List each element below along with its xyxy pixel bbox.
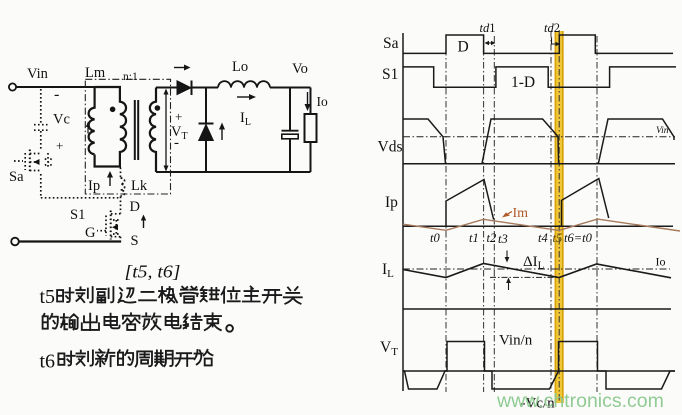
svg-text:IL: IL — [240, 110, 251, 128]
svg-text:Sa: Sa — [383, 35, 399, 52]
svg-text:t2: t2 — [487, 231, 497, 245]
svg-text:S: S — [131, 233, 139, 249]
svg-text:Lk: Lk — [131, 178, 148, 194]
svg-text:t0: t0 — [430, 231, 440, 245]
svg-text:Vin/n: Vin/n — [499, 333, 533, 349]
svg-text:t6=t0: t6=t0 — [564, 231, 593, 245]
svg-text:t6: t6 — [40, 350, 56, 372]
svg-text:t5: t5 — [553, 231, 563, 245]
svg-text:Im: Im — [513, 206, 529, 221]
svg-text:G: G — [85, 225, 96, 241]
svg-text:t1: t1 — [469, 231, 479, 245]
svg-text:IL: IL — [382, 261, 394, 280]
svg-text:Vin: Vin — [656, 126, 669, 136]
svg-text:Lm: Lm — [85, 65, 106, 81]
svg-text:t4: t4 — [538, 231, 548, 245]
svg-text:t3: t3 — [498, 232, 508, 246]
svg-text:td2: td2 — [544, 21, 560, 35]
svg-text:Ip: Ip — [88, 178, 100, 194]
svg-text:S1: S1 — [382, 66, 398, 83]
svg-text:-Vc/n: -Vc/n — [521, 396, 556, 412]
svg-text:VT: VT — [380, 339, 398, 358]
svg-text:ΔIL: ΔIL — [523, 254, 545, 272]
svg-text:Io: Io — [656, 255, 666, 269]
svg-text:Ip: Ip — [385, 194, 398, 211]
svg-text:1-D: 1-D — [511, 74, 535, 91]
svg-text:D: D — [130, 199, 140, 215]
svg-text:www.chtronics.com: www.chtronics.com — [496, 390, 664, 412]
svg-text:Vo: Vo — [292, 61, 308, 77]
svg-text:-: - — [174, 135, 179, 151]
svg-text:Vin: Vin — [27, 66, 49, 82]
svg-text:[t5, t6]: [t5, t6] — [125, 262, 181, 282]
svg-text:+: + — [175, 109, 182, 124]
svg-text:t5: t5 — [40, 286, 56, 308]
svg-text:-: - — [54, 86, 59, 103]
svg-text:+: + — [56, 138, 63, 153]
svg-text:Vds: Vds — [378, 139, 403, 156]
svg-text:Vc: Vc — [53, 112, 70, 128]
svg-text:Lo: Lo — [232, 59, 248, 75]
svg-text:td1: td1 — [480, 21, 496, 35]
svg-text:S1: S1 — [70, 207, 85, 223]
svg-text:Sa: Sa — [9, 169, 24, 185]
svg-text:D: D — [458, 39, 469, 56]
svg-text:n:1: n:1 — [123, 71, 138, 83]
svg-text:Io: Io — [317, 94, 328, 109]
